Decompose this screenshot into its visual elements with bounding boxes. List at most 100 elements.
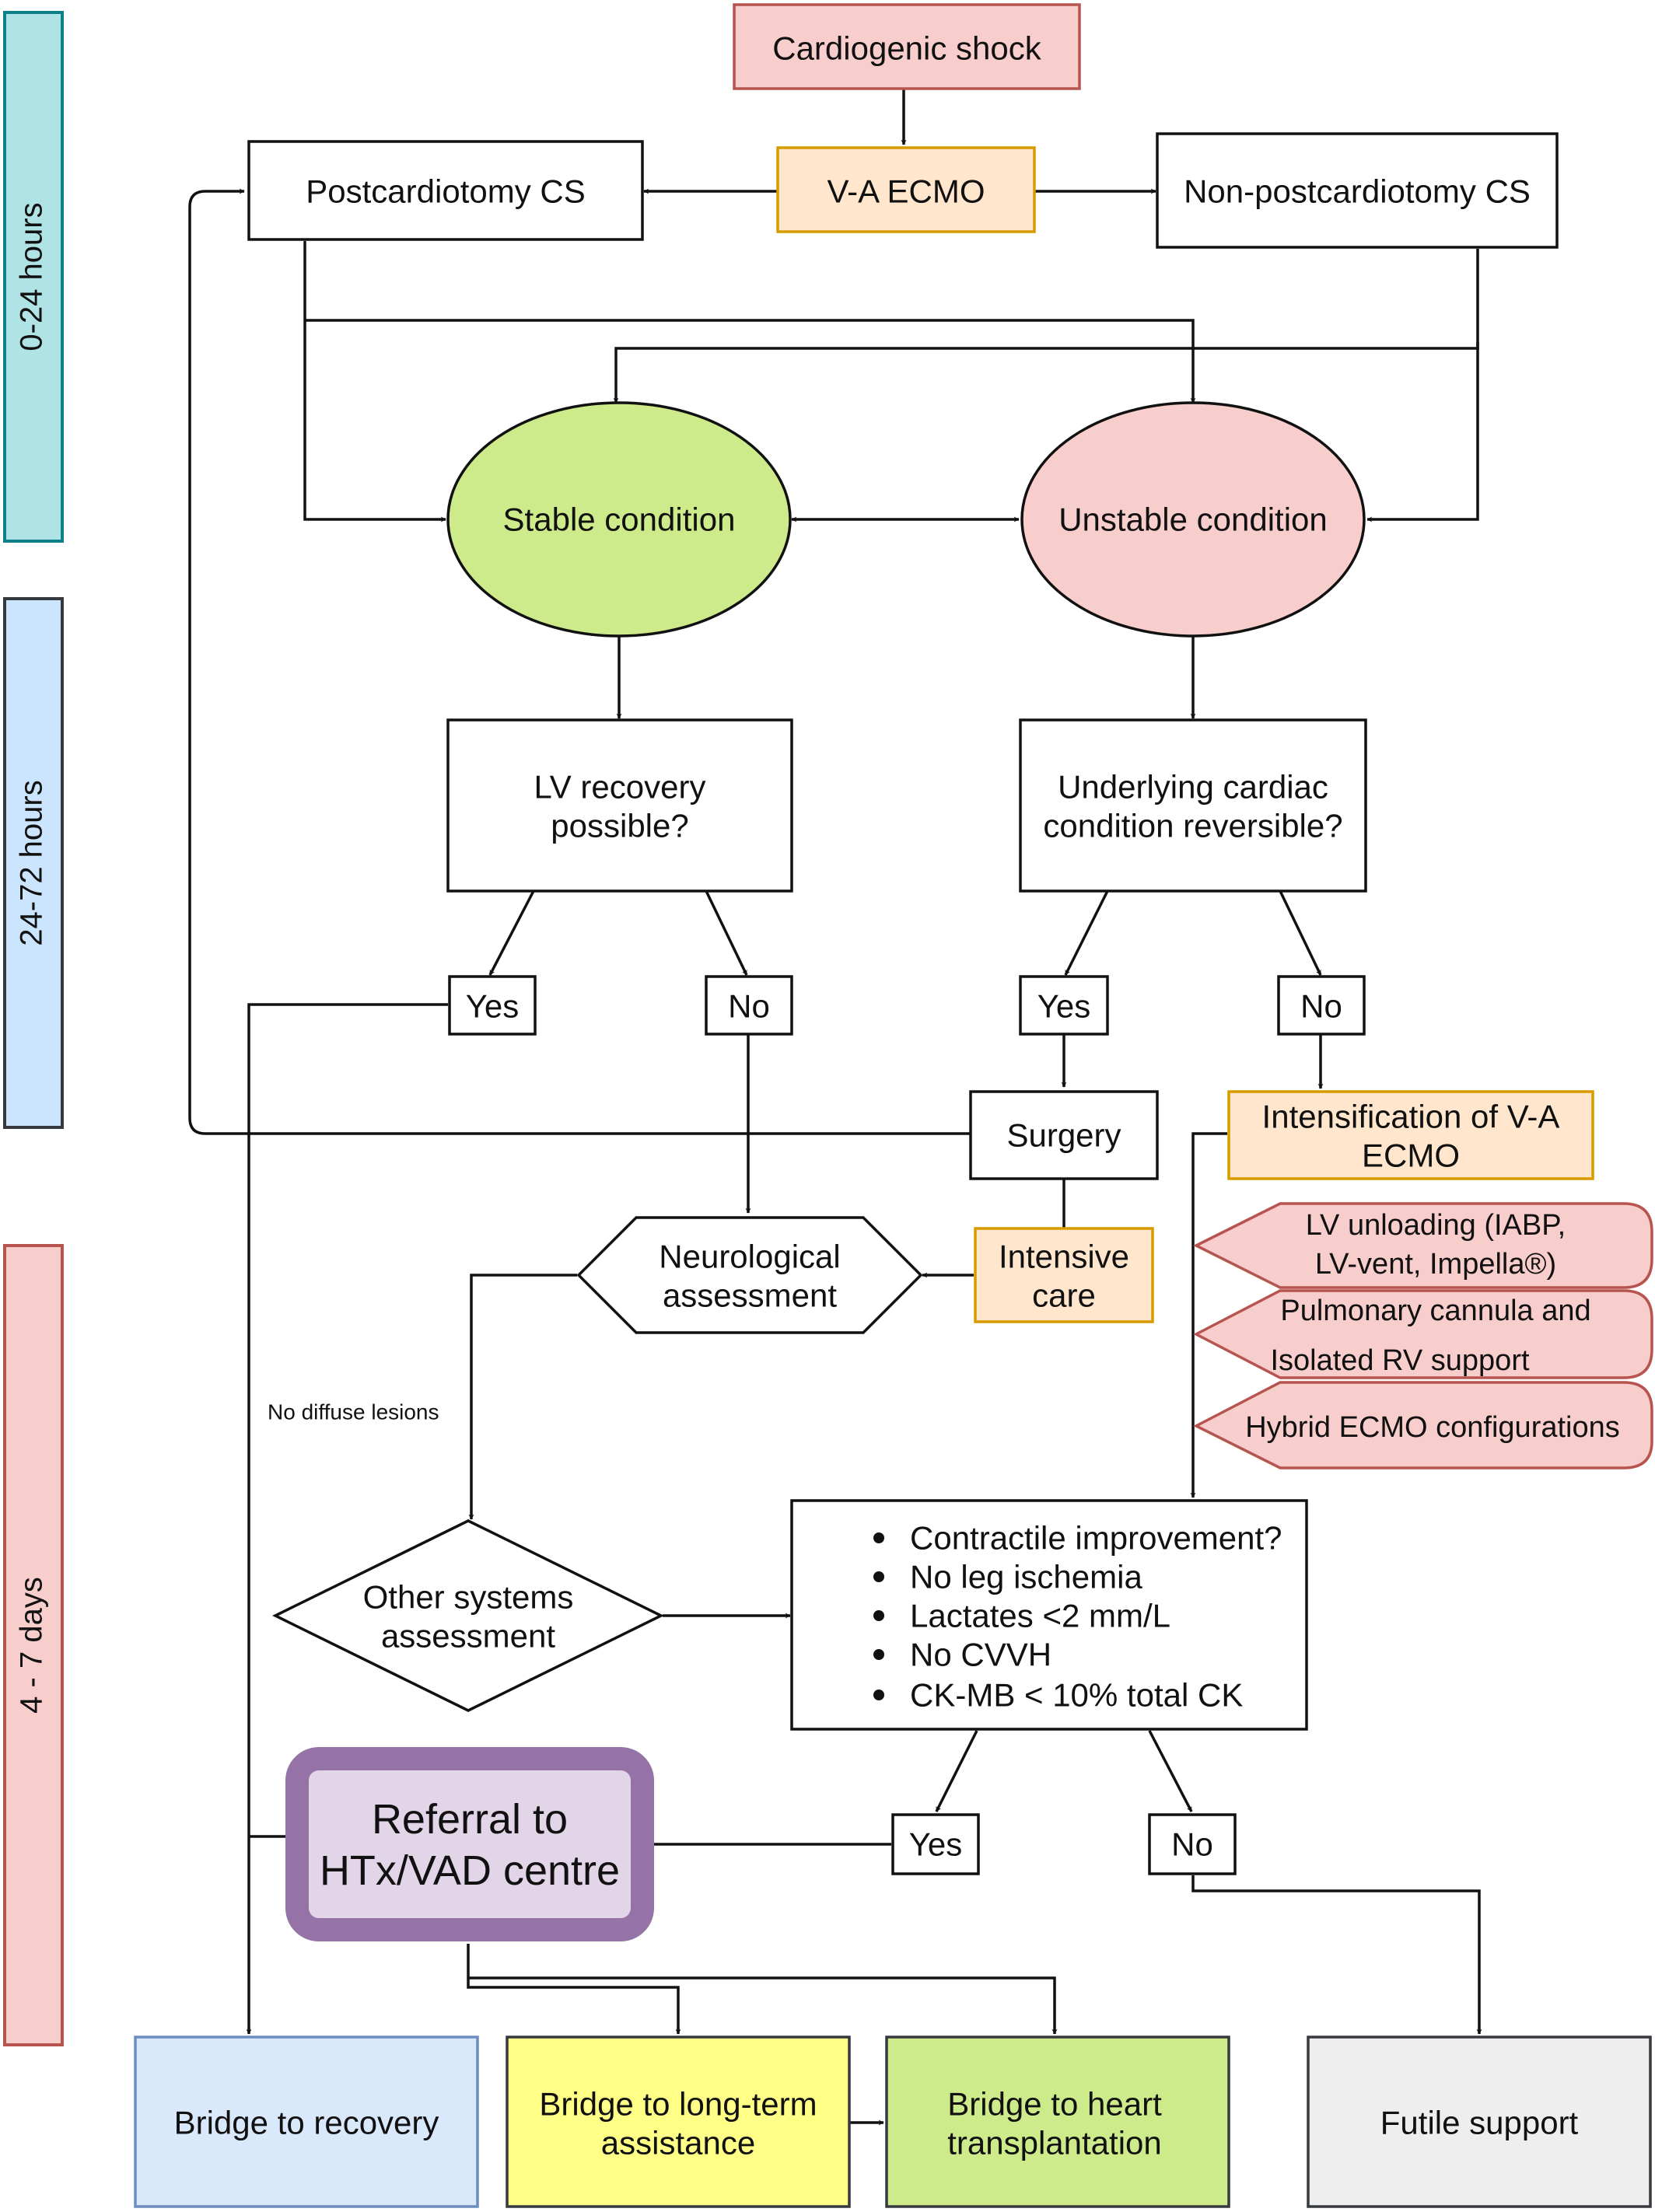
edge-postcardiotomy-to-unstable <box>305 319 1196 404</box>
node-yes-underlying: Yes <box>1019 975 1109 1036</box>
node-label: No <box>728 988 770 1025</box>
node-no-criteria: No <box>1148 1813 1237 1875</box>
node-bridge-to-long-term: Bridge to long-term assistance <box>506 2036 851 2208</box>
connectors <box>188 89 1482 2126</box>
node-label-line: LV-vent, Impella®) <box>1315 1248 1556 1281</box>
node-label: Unstable condition <box>1058 501 1328 538</box>
node-label-line: Referral to <box>372 1796 568 1843</box>
node-shape <box>1020 401 1366 638</box>
node-bridge-to-recovery: Bridge to recovery <box>134 2036 479 2208</box>
timeline-bar <box>3 1244 64 2046</box>
node-shape <box>1019 718 1367 893</box>
node-label-line: Intensification of V-A <box>1262 1099 1560 1135</box>
criteria-text: CK-MB < 10% total CK <box>910 1677 1243 1714</box>
node-label-line: assessment <box>381 1618 555 1655</box>
node-shape <box>134 2036 479 2208</box>
edge-lv-to-no <box>705 890 748 976</box>
edge-criteria-to-no <box>1148 1730 1193 1812</box>
edge-label-no-diffuse-lesions: No diffuse lesions <box>268 1400 439 1424</box>
node-shape <box>1193 1202 1653 1289</box>
node-shape <box>776 146 1036 233</box>
node-label-line: Pulmonary cannula and <box>1280 1295 1590 1327</box>
node-neurological-assessment: Neurological assessment <box>576 1216 923 1334</box>
node-label: V-A ECMO <box>827 173 985 210</box>
node-futile-support: Futile support <box>1307 2036 1652 2208</box>
node-label-line: transplantation <box>947 2125 1162 2161</box>
node-surgery: Surgery <box>969 1090 1159 1180</box>
criteria-item: No leg ischemia <box>873 1559 1142 1595</box>
criteria-text: Contractile improvement? <box>910 1520 1282 1557</box>
edge-nonpostcardiotomy-to-unstable <box>1366 342 1479 522</box>
edge-nonpostcardiotomy-to-stable <box>613 249 1479 404</box>
node-label-line: HTx/VAD centre <box>320 1847 620 1894</box>
node-label-line: care <box>1032 1277 1096 1314</box>
node-shape <box>705 975 793 1036</box>
bullet <box>873 1690 884 1700</box>
node-shape <box>448 975 537 1036</box>
edge-no-to-futile <box>1191 1875 1482 2035</box>
edge-surgery-to-postcardiotomy <box>188 188 971 1135</box>
node-label-line: Bridge to heart <box>947 2086 1162 2123</box>
node-label-line: LV recovery <box>534 769 706 805</box>
timeline-0-24-hours: 0-24 hours <box>3 11 64 543</box>
node-referral: Referral to HTx/VAD centre <box>285 1747 654 1941</box>
node-label-line: Isolated RV support <box>1270 1344 1529 1377</box>
node-stable-condition: Stable condition <box>446 401 792 638</box>
node-shape <box>1193 1381 1653 1469</box>
edge-yes-to-bridge-recovery <box>246 1003 448 2035</box>
node-criteria: Contractile improvement? No leg ischemia… <box>790 1499 1308 1731</box>
criteria-text: Lactates <2 mm/L <box>910 1598 1170 1634</box>
edge-criteria-to-yes <box>935 1730 978 1812</box>
criteria-text: No CVVH <box>910 1637 1051 1673</box>
node-postcardiotomy-cs: Postcardiotomy CS <box>247 140 644 241</box>
node-shape <box>733 3 1081 90</box>
node-bridge-to-transplant: Bridge to heart transplantation <box>885 2036 1230 2208</box>
node-label-line: ECMO <box>1362 1137 1460 1174</box>
node-shape <box>1019 975 1109 1036</box>
node-label-line: Neurological <box>659 1239 840 1275</box>
node-shape <box>1277 975 1366 1036</box>
node-other-systems-assessment: Other systems assessment <box>272 1519 664 1712</box>
node-lv-recovery: LV recovery possible? <box>446 718 793 893</box>
node-shape <box>1193 1289 1653 1379</box>
node-intensive-care: Intensive care <box>974 1227 1154 1323</box>
timeline-label: 4 - 7 days <box>15 1577 49 1714</box>
node-label: Postcardiotomy CS <box>306 173 585 210</box>
node-label: Bridge to recovery <box>174 2105 439 2141</box>
node-label: No <box>1300 988 1342 1025</box>
node-label-line: Underlying cardiac <box>1058 769 1328 805</box>
edge-underlying-to-no <box>1279 890 1322 976</box>
node-label: Yes <box>1037 988 1091 1025</box>
node-shape <box>506 2036 851 2208</box>
node-shape <box>891 1813 980 1875</box>
node-shape <box>446 718 793 893</box>
edge-lv-to-yes <box>488 890 535 976</box>
edge-underlying-to-yes <box>1064 890 1109 976</box>
timeline-label: 0-24 hours <box>15 202 49 351</box>
edge-intensification-to-criteria <box>1190 1132 1227 1498</box>
node-shape <box>272 1519 664 1712</box>
node-no-lv: No <box>705 975 793 1036</box>
edge-label: No diffuse lesions <box>268 1400 439 1424</box>
criteria-item: Contractile improvement? <box>873 1520 1282 1557</box>
timeline-24-72-hours: 24-72 hours <box>3 597 64 1129</box>
criteria-text: No leg ischemia <box>910 1559 1142 1595</box>
node-shape <box>885 2036 1230 2208</box>
node-yes-lv: Yes <box>448 975 537 1036</box>
node-label: Hybrid ECMO configurations <box>1245 1411 1620 1444</box>
node-shape <box>446 401 792 638</box>
edge-postcardiotomy-to-stable <box>303 241 446 522</box>
bullet <box>873 1571 884 1582</box>
node-label: Non-postcardiotomy CS <box>1184 173 1531 210</box>
node-shape <box>1307 2036 1652 2208</box>
node-cardiogenic-shock: Cardiogenic shock <box>733 3 1081 90</box>
criteria-item: No CVVH <box>873 1637 1051 1673</box>
node-label: Stable condition <box>503 501 736 538</box>
node-shape <box>576 1216 923 1334</box>
timeline-4-7-days: 4 - 7 days <box>3 1244 64 2046</box>
timeline-label: 24-72 hours <box>15 780 49 945</box>
node-shape <box>247 140 644 241</box>
criteria-item: Lactates <2 mm/L <box>873 1598 1170 1634</box>
node-va-ecmo: V-A ECMO <box>776 146 1036 233</box>
